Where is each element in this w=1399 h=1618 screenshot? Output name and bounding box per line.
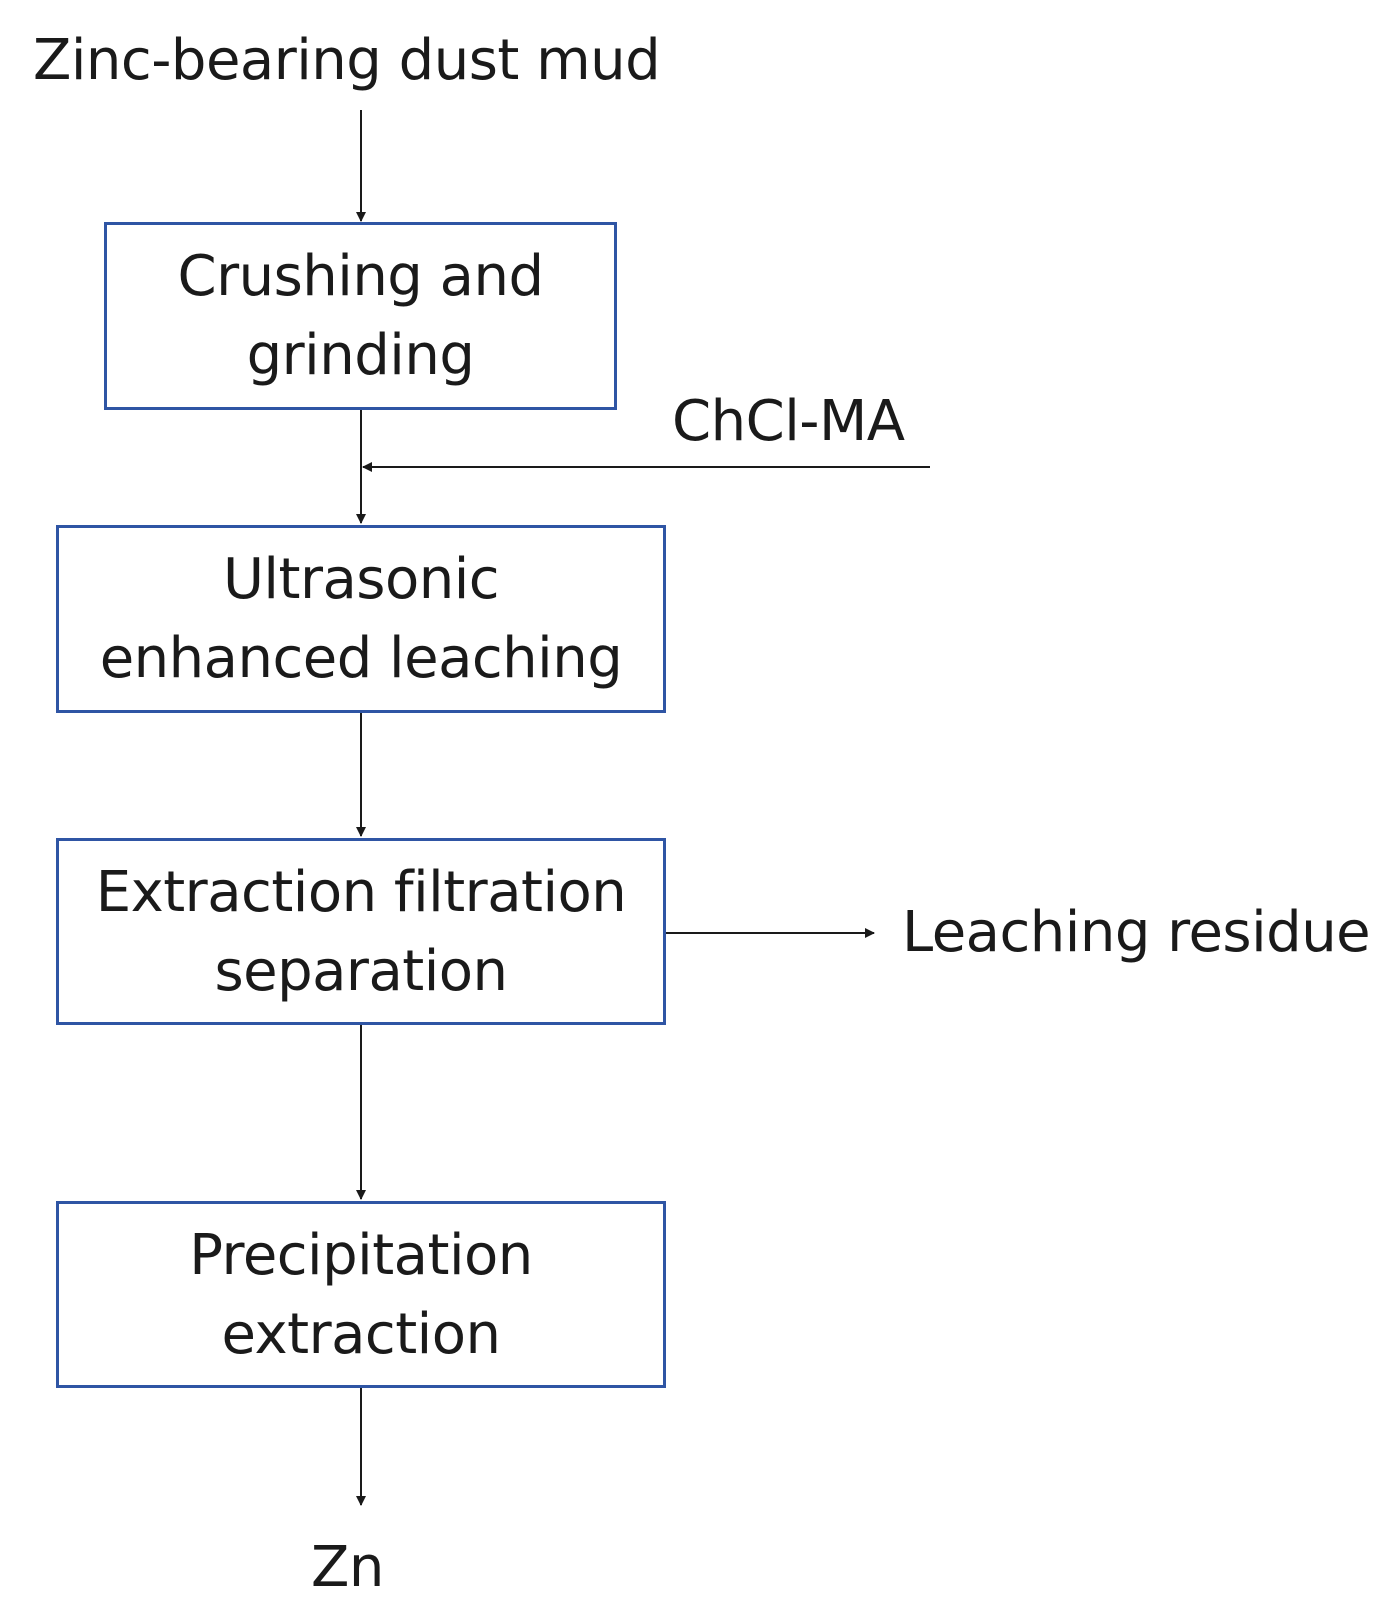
step-line-2: enhanced leaching <box>99 626 623 691</box>
step-ultrasonic-leaching: Ultrasonic enhanced leaching <box>56 525 666 713</box>
step-line-2: grinding <box>246 323 475 388</box>
source-label: Zinc-bearing dust mud <box>33 28 661 93</box>
step-line-2: separation <box>214 938 508 1004</box>
step-line-1: Extraction filtration <box>95 859 627 925</box>
product-label: Zn <box>311 1535 384 1600</box>
step-line-1: Crushing and <box>177 244 544 309</box>
residue-label: Leaching residue <box>902 900 1371 965</box>
step-line-1: Ultrasonic <box>222 547 500 612</box>
step-line-1: Precipitation <box>189 1222 533 1288</box>
step-crushing-grinding: Crushing and grinding <box>104 222 617 410</box>
step-extraction-filtration: Extraction filtration separation <box>56 838 666 1025</box>
step-precipitation-extraction: Precipitation extraction <box>56 1201 666 1388</box>
step-line-2: extraction <box>221 1301 501 1367</box>
reagent-label: ChCl-MA <box>672 389 905 454</box>
